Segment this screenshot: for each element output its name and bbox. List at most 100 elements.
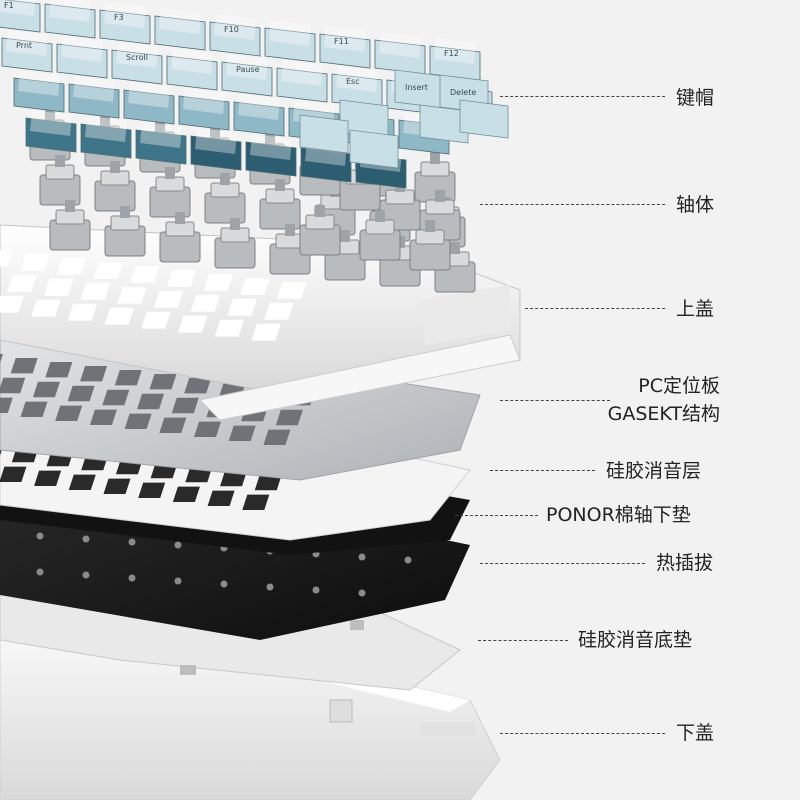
pcb-socket <box>404 556 412 564</box>
keycap-top <box>171 48 213 74</box>
pcb-socket <box>358 589 366 597</box>
keycap <box>68 76 120 119</box>
case-opening <box>31 299 61 317</box>
plate-cutout <box>137 393 165 410</box>
keycap-top <box>434 38 476 64</box>
keycap-top <box>269 20 311 46</box>
switch-top <box>210 182 240 198</box>
plate-cutout <box>80 366 108 382</box>
keycap-top <box>336 66 378 92</box>
keycap <box>135 122 187 165</box>
switch-stem <box>55 155 65 167</box>
switch-stem <box>110 161 120 173</box>
pcb-socket <box>128 538 136 546</box>
keycap-top <box>128 82 170 108</box>
keycap-legend: Prnt <box>16 41 32 50</box>
keycap <box>233 94 285 137</box>
plate-cutout <box>171 397 199 414</box>
keycap-side <box>44 3 96 39</box>
case-opening <box>104 307 134 325</box>
leader-top-case <box>525 308 665 309</box>
label-switches: 轴体 <box>676 194 715 216</box>
keycap <box>178 88 230 131</box>
keycap <box>459 99 509 139</box>
keycap: F12 <box>429 38 481 81</box>
keycap-side <box>1 37 53 73</box>
pcb-socket <box>36 568 44 576</box>
keycap-side <box>178 95 230 131</box>
switch <box>204 173 246 224</box>
silicone-cutout <box>0 466 27 483</box>
keycap-side <box>419 104 469 144</box>
label-hotswap-pcb: 热插拔 <box>656 552 714 574</box>
plate-cutout <box>263 429 291 446</box>
keycap: Esc <box>331 66 383 109</box>
label-bottom-case: 下盖 <box>676 722 715 744</box>
keycap-top <box>0 0 36 16</box>
pcb-socket <box>312 586 320 594</box>
case-opening <box>43 278 74 296</box>
keycap-top <box>324 26 366 52</box>
keycap <box>25 110 77 153</box>
pcb-socket <box>82 571 90 579</box>
keycap-legend: Esc <box>346 77 360 86</box>
keycap-side <box>221 61 273 97</box>
keycap-side <box>233 101 285 137</box>
pcb-socket <box>36 532 44 540</box>
plate-cutout <box>0 397 13 414</box>
plate-cutout <box>275 409 303 426</box>
switch-top <box>55 209 85 225</box>
keycap-side <box>154 15 206 51</box>
pcb-socket <box>82 535 90 543</box>
switch-stem <box>45 110 55 122</box>
plate-cutout <box>124 413 152 430</box>
switch <box>159 212 201 263</box>
keycap-top <box>61 36 103 62</box>
plate-cutout <box>194 421 222 438</box>
keycap-side <box>166 55 218 91</box>
case-opening <box>117 286 147 304</box>
plate-cutout <box>10 358 38 374</box>
leader-silicone-foam <box>490 470 595 471</box>
keycap-side <box>25 117 77 153</box>
label-plate-line2: GASEKT结构 <box>607 403 720 425</box>
plate-cutout <box>228 425 256 442</box>
switch <box>94 161 136 212</box>
keycap-top <box>6 30 48 56</box>
pcb-socket <box>358 553 366 561</box>
keycap <box>166 48 218 91</box>
keycap-legend: Pause <box>236 65 260 74</box>
keycap: F10 <box>209 14 261 57</box>
switch-top <box>220 227 250 243</box>
switch-stem <box>375 210 385 222</box>
keycap <box>299 114 349 154</box>
keycap-side <box>13 77 65 113</box>
silicone-cutout <box>254 474 282 491</box>
switch-top <box>110 215 140 231</box>
plate-cutout <box>67 385 95 402</box>
keycap-side <box>99 9 151 45</box>
keycap-top <box>281 60 323 86</box>
switch <box>359 210 401 261</box>
silicone-cutout <box>220 470 248 487</box>
plate-cutout <box>184 378 212 394</box>
keycap-side <box>135 129 187 165</box>
keycap <box>245 134 297 177</box>
keycap-side <box>209 21 261 57</box>
plate-cutout <box>89 409 117 426</box>
switch-stem <box>175 212 185 224</box>
silicone-cutout <box>172 486 200 503</box>
label-poron-pad: PONOR棉轴下垫 <box>546 504 691 526</box>
keycap-top <box>214 14 256 40</box>
pcb-socket <box>220 580 228 588</box>
label-top-case: 上盖 <box>676 298 715 320</box>
case-opening <box>80 282 111 300</box>
keycap <box>349 129 399 169</box>
keycap-top <box>195 128 237 154</box>
silicone-cutout <box>103 478 131 495</box>
keycap-side <box>459 99 509 139</box>
leader-bottom-foam <box>478 640 568 641</box>
case-opening <box>141 311 171 329</box>
keycap: F1 <box>0 0 41 33</box>
